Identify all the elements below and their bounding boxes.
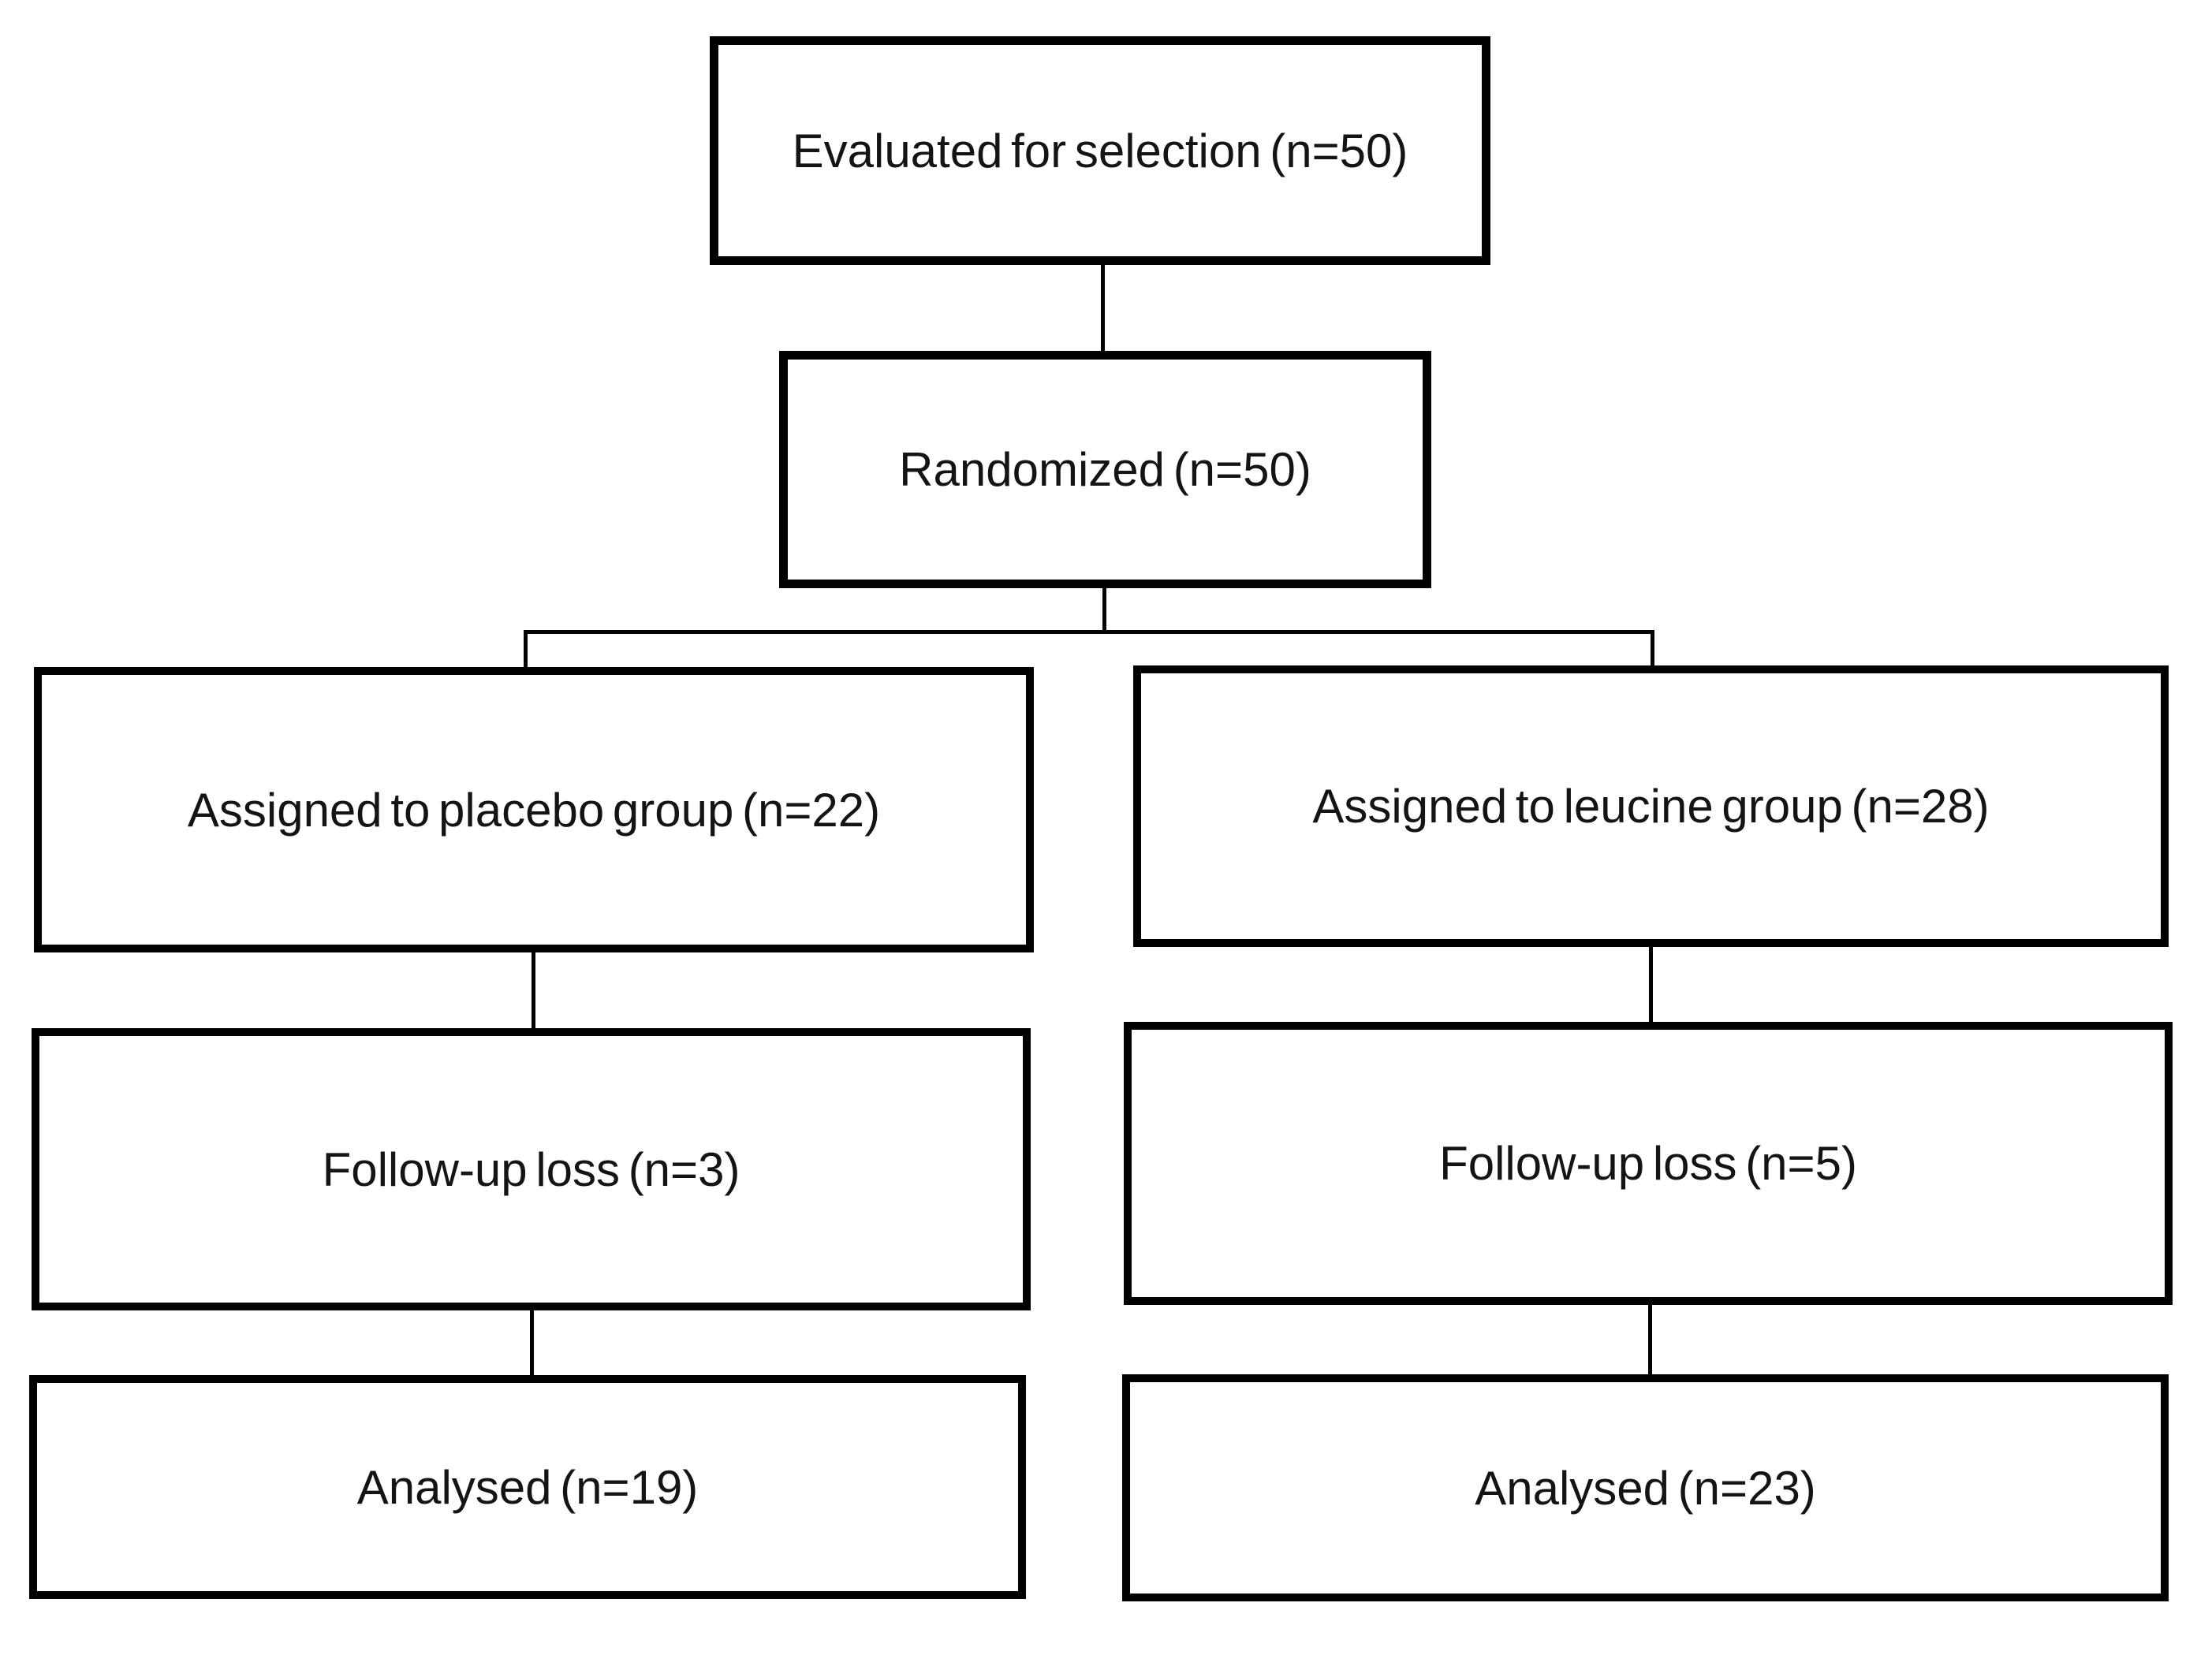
flow-box-assigned-leucine-label: Assigned to leucine group (n=28) xyxy=(1312,780,1990,833)
flow-box-analysed-placebo: Analysed (n=19) xyxy=(29,1375,1026,1599)
flow-box-analysed-leucine-label: Analysed (n=23) xyxy=(1475,1461,1816,1515)
connector-leucine-followup-to-analysed xyxy=(1648,1303,1652,1376)
flow-box-followup-placebo-label: Follow-up loss (n=3) xyxy=(322,1142,740,1196)
flow-box-evaluated-label: Evaluated for selection (n=50) xyxy=(792,124,1408,177)
flow-box-followup-leucine: Follow-up loss (n=5) xyxy=(1124,1022,2173,1305)
flow-box-assigned-placebo-label: Assigned to placebo group (n=22) xyxy=(187,783,881,837)
flow-box-assigned-leucine: Assigned to leucine group (n=28) xyxy=(1133,665,2169,947)
flow-box-randomized-label: Randomized (n=50) xyxy=(899,443,1311,496)
connector-split-to-leucine xyxy=(1651,632,1654,667)
connector-placebo-to-followup xyxy=(532,951,535,1030)
flow-box-analysed-placebo-label: Analysed (n=19) xyxy=(356,1460,699,1514)
flow-box-analysed-leucine: Analysed (n=23) xyxy=(1122,1374,2169,1601)
flow-box-followup-placebo: Follow-up loss (n=3) xyxy=(32,1028,1031,1310)
flow-box-randomized: Randomized (n=50) xyxy=(779,351,1431,588)
connector-randomized-to-split xyxy=(1102,588,1106,632)
connector-split-horizontal xyxy=(524,630,1654,634)
flow-box-followup-leucine-label: Follow-up loss (n=5) xyxy=(1439,1137,1857,1190)
connector-placebo-followup-to-analysed xyxy=(530,1308,534,1376)
connector-split-to-placebo xyxy=(524,632,528,669)
connector-evaluated-to-randomized xyxy=(1101,263,1105,352)
flow-box-evaluated: Evaluated for selection (n=50) xyxy=(710,36,1490,265)
flow-box-assigned-placebo: Assigned to placebo group (n=22) xyxy=(34,667,1034,952)
connector-leucine-to-followup xyxy=(1649,945,1653,1023)
